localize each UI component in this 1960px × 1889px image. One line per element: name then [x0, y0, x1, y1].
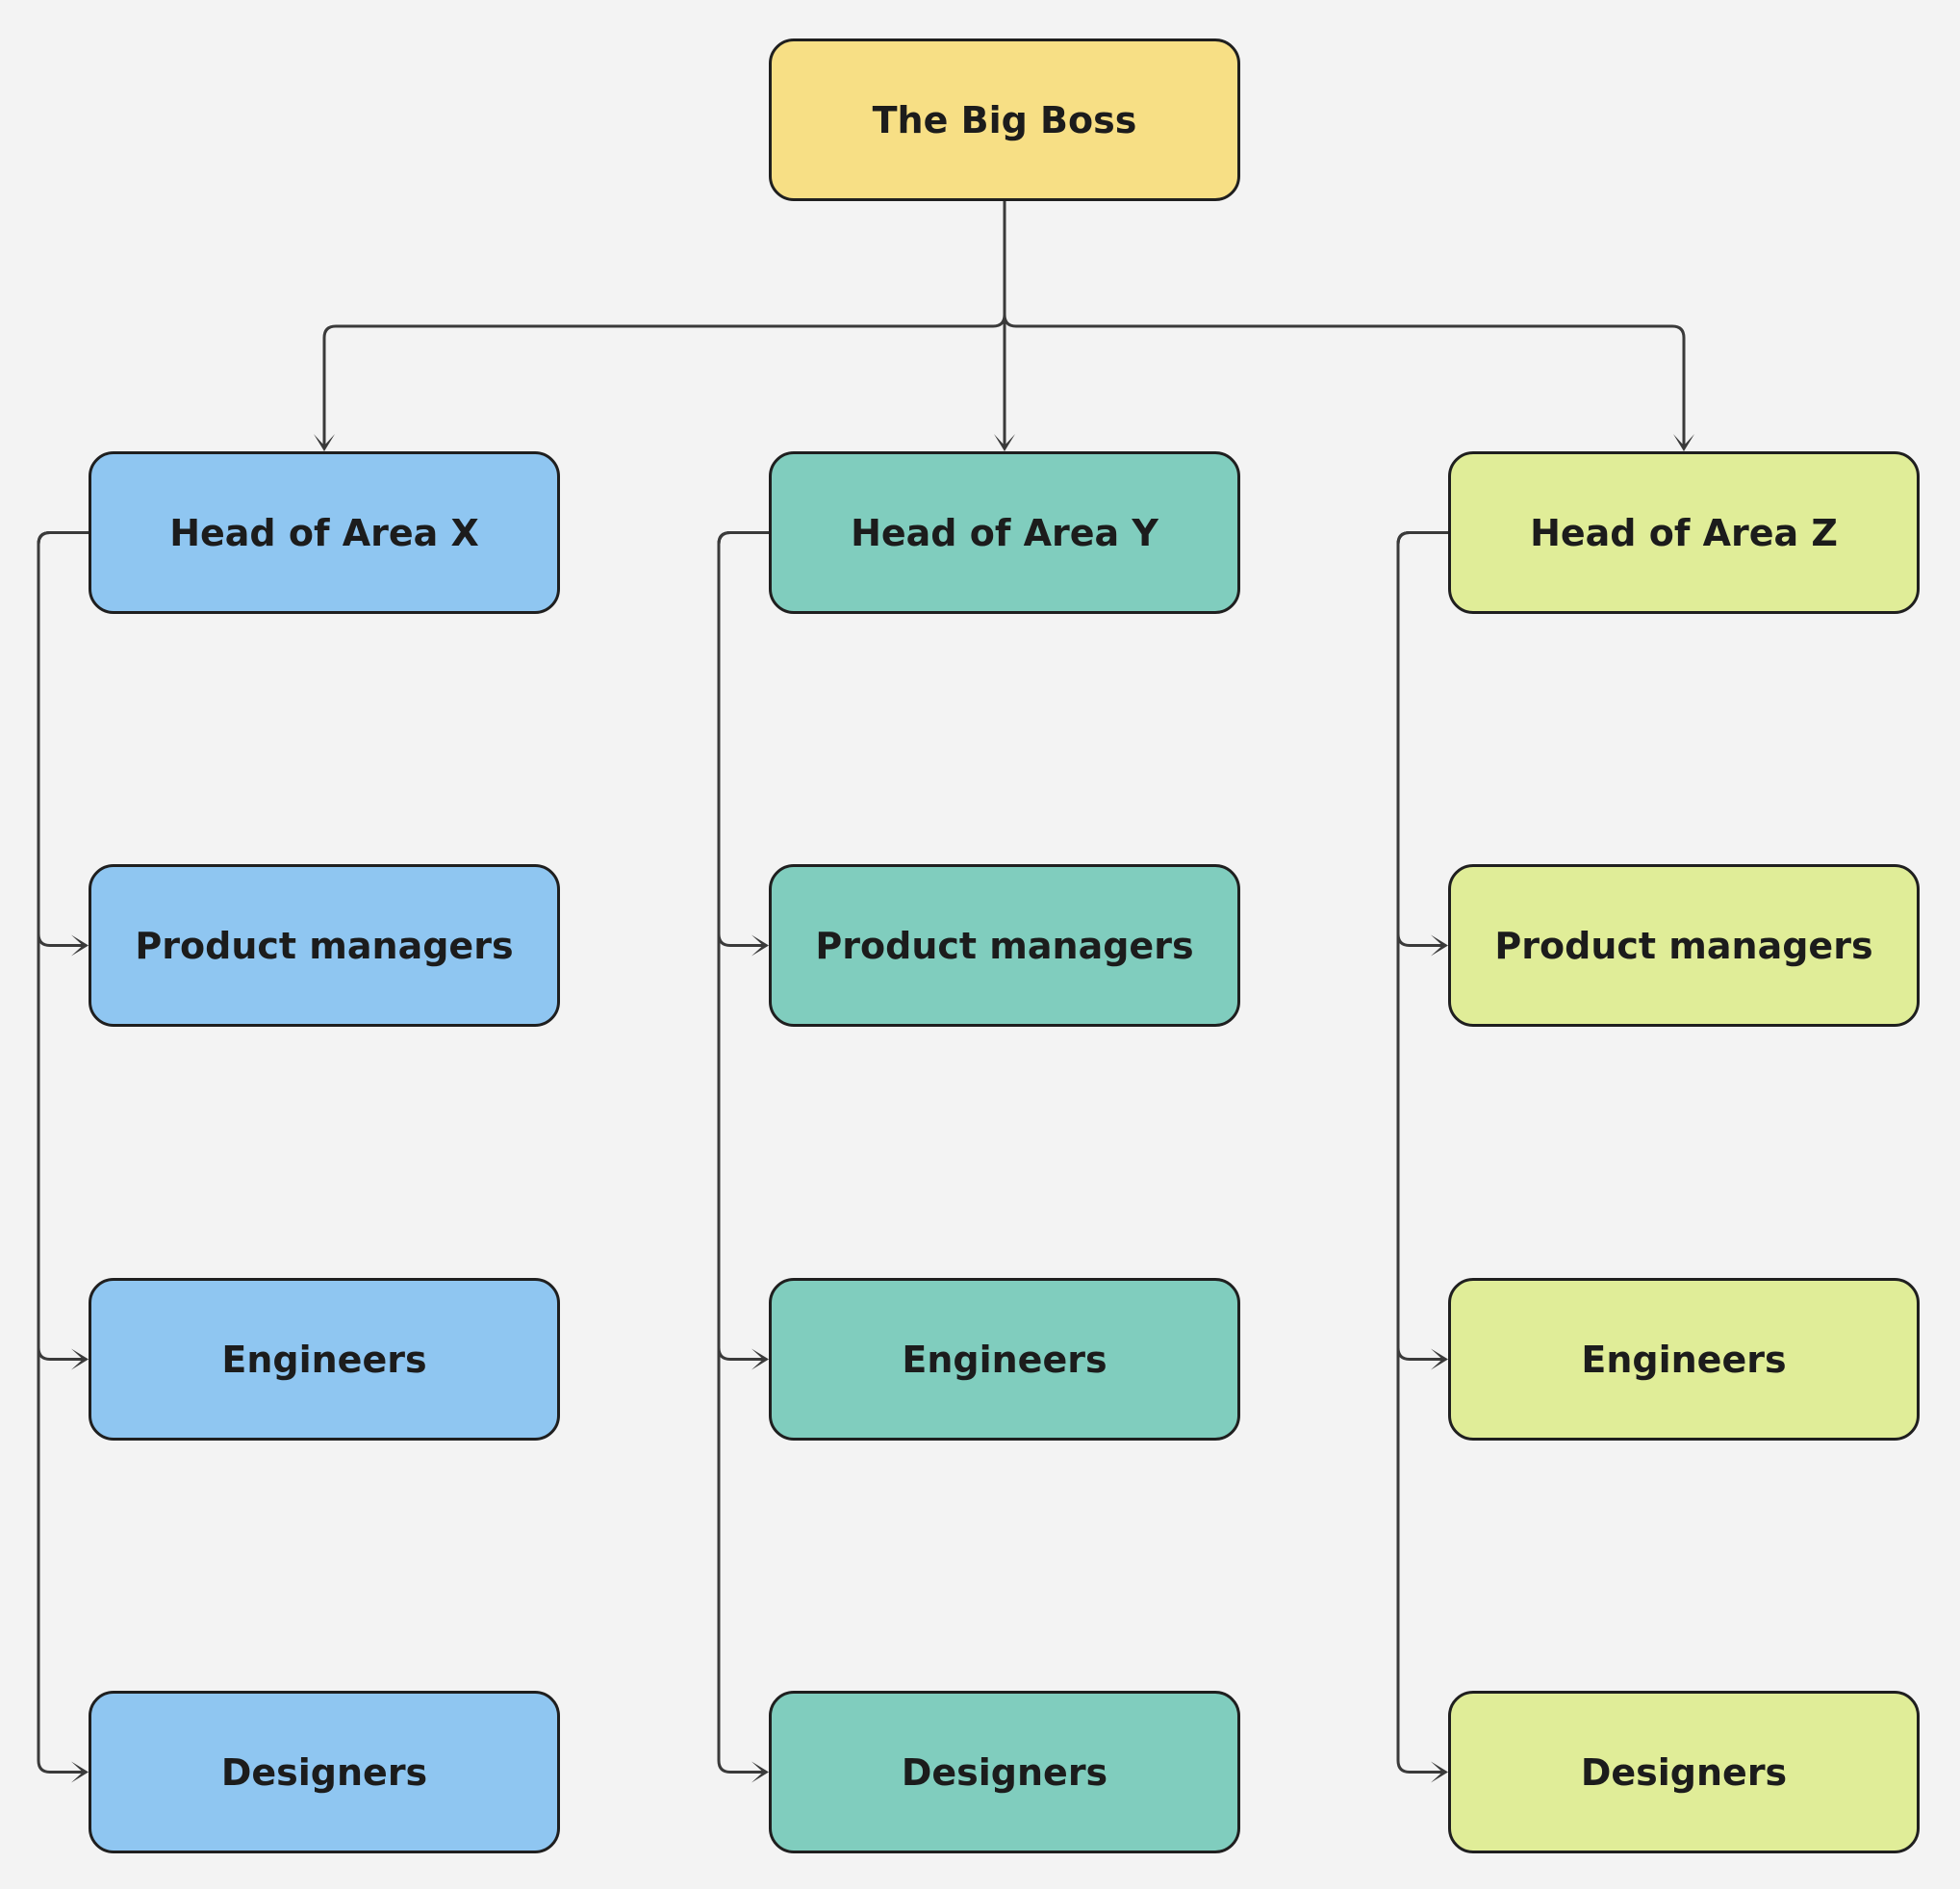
arrow-head-x-to-designers-icon — [71, 1761, 89, 1783]
arrow-root-to-head-x-icon — [314, 434, 335, 451]
arrow-head-z-to-product-managers-icon — [1431, 934, 1448, 957]
root-label: The Big Boss — [872, 98, 1137, 141]
area-z-product-managers-node[interactable]: Product managers — [1448, 864, 1920, 1027]
connector-root-to-head-x — [322, 201, 1006, 447]
area-z-engineers-node[interactable]: Engineers — [1448, 1278, 1920, 1441]
head-area-z-node[interactable]: Head of Area Z — [1448, 451, 1920, 614]
area-x-designers-label: Designers — [220, 1750, 428, 1794]
area-x-product-managers-node[interactable]: Product managers — [89, 864, 560, 1027]
area-z-engineers-label: Engineers — [1581, 1338, 1787, 1381]
head-area-y-label: Head of Area Y — [851, 511, 1158, 554]
arrow-head-x-to-product-managers-icon — [71, 934, 89, 957]
connector-head-y-to-designers — [717, 531, 769, 1774]
area-y-designers-label: Designers — [901, 1750, 1108, 1794]
area-z-product-managers-label: Product managers — [1494, 924, 1873, 967]
connector-head-x-to-product-managers — [37, 531, 89, 947]
area-z-designers-label: Designers — [1580, 1750, 1788, 1794]
arrow-head-z-to-designers-icon — [1431, 1761, 1448, 1783]
head-area-z-label: Head of Area Z — [1530, 511, 1838, 554]
connector-head-z-to-designers — [1396, 531, 1448, 1774]
arrow-root-to-head-z-icon — [1673, 434, 1694, 451]
area-y-engineers-node[interactable]: Engineers — [769, 1278, 1240, 1441]
area-y-product-managers-node[interactable]: Product managers — [769, 864, 1240, 1027]
connector-head-x-to-designers — [37, 531, 89, 1774]
area-x-engineers-node[interactable]: Engineers — [89, 1278, 560, 1441]
root-node[interactable]: The Big Boss — [769, 38, 1240, 201]
head-area-y-node[interactable]: Head of Area Y — [769, 451, 1240, 614]
arrow-head-y-to-designers-icon — [751, 1761, 769, 1783]
arrow-head-y-to-product-managers-icon — [751, 934, 769, 957]
area-z-designers-node[interactable]: Designers — [1448, 1691, 1920, 1853]
area-y-product-managers-label: Product managers — [815, 924, 1194, 967]
arrow-head-y-to-engineers-icon — [751, 1348, 769, 1370]
connector-head-z-to-product-managers — [1396, 531, 1448, 947]
area-x-designers-node[interactable]: Designers — [89, 1691, 560, 1853]
arrow-head-z-to-engineers-icon — [1431, 1348, 1448, 1370]
area-x-engineers-label: Engineers — [221, 1338, 427, 1381]
arrow-root-to-head-y-icon — [994, 434, 1015, 451]
head-area-x-node[interactable]: Head of Area X — [89, 451, 560, 614]
head-area-x-label: Head of Area X — [169, 511, 479, 554]
area-y-engineers-label: Engineers — [902, 1338, 1107, 1381]
connector-head-y-to-product-managers — [717, 531, 769, 947]
area-x-product-managers-label: Product managers — [135, 924, 514, 967]
connector-root-to-head-z — [1003, 201, 1686, 447]
arrow-head-x-to-engineers-icon — [71, 1348, 89, 1370]
area-y-designers-node[interactable]: Designers — [769, 1691, 1240, 1853]
